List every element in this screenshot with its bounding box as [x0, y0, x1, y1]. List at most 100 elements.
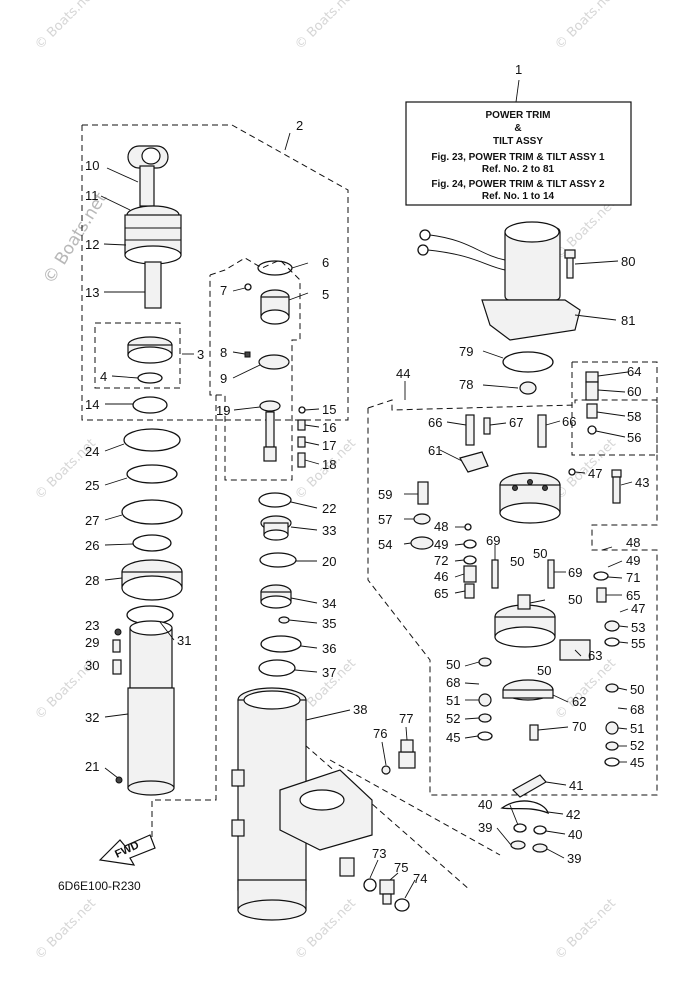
- callout-49b: 49: [626, 553, 640, 568]
- part-34-check-valve: [260, 584, 292, 609]
- callout-37: 37: [322, 665, 336, 680]
- callout-7: 7: [220, 283, 227, 298]
- part-46-spool: [463, 565, 477, 583]
- box-fig-2: Fig. 24, POWER TRIM & TILT ASSY 2: [431, 179, 605, 190]
- part-10-piston-rod: [127, 145, 169, 207]
- callout-51b: 51: [630, 721, 644, 736]
- callout-57: 57: [378, 512, 392, 527]
- part-24-ring: [123, 428, 181, 452]
- part-60-64-plug: [585, 371, 599, 435]
- callout-59: 59: [378, 487, 392, 502]
- part-39-ring: [510, 840, 526, 850]
- callout-70: 70: [572, 719, 586, 734]
- part-59-spring: [417, 481, 429, 505]
- callout-63: 63: [588, 648, 602, 663]
- callout-46: 46: [434, 569, 448, 584]
- callout-19: 19: [216, 403, 230, 418]
- callout-79: 79: [459, 344, 473, 359]
- part-38-main-body: [231, 687, 373, 921]
- callout-27: 27: [85, 513, 99, 528]
- callout-32: 32: [85, 710, 99, 725]
- callout-65: 65: [434, 586, 448, 601]
- callout-39b: 39: [567, 851, 581, 866]
- callout-2: 2: [296, 118, 303, 133]
- callout-45b: 45: [630, 755, 644, 770]
- callout-22: 22: [322, 501, 336, 516]
- part-77-plug: [398, 739, 416, 769]
- callout-80: 80: [621, 254, 635, 269]
- callout-18: 18: [322, 457, 336, 472]
- part-6-ring: [257, 260, 293, 276]
- callout-48b: 48: [626, 535, 640, 550]
- callout-10: 10: [85, 158, 99, 173]
- part-71-ring: [593, 571, 609, 581]
- part-7-ball: [244, 283, 252, 291]
- box-ref-1: Ref. No. 2 to 81: [482, 164, 555, 175]
- part-17-pin: [297, 436, 306, 448]
- box-title-1: POWER TRIM: [486, 110, 551, 121]
- callout-68: 68: [446, 675, 460, 690]
- part-3-piston: [127, 336, 173, 384]
- callout-16: 16: [322, 420, 336, 435]
- part-51-valve: [478, 693, 492, 707]
- part-33-seat: [260, 515, 292, 541]
- callout-65b: 65: [626, 588, 640, 603]
- callout-15: 15: [322, 402, 336, 417]
- part-76-ball: [381, 765, 391, 775]
- part-19-washer: [259, 400, 281, 412]
- callout-23: 23: [85, 618, 99, 633]
- drawing-code: 6D6E100-R230: [58, 879, 141, 893]
- callout-60: 60: [627, 384, 641, 399]
- part-40b-ring: [533, 825, 547, 835]
- part-70-bolt: [529, 724, 539, 741]
- callout-36: 36: [322, 641, 336, 656]
- part-61-plate: [459, 451, 489, 473]
- callout-74: 74: [413, 871, 427, 886]
- part-55-ring: [604, 637, 620, 647]
- part-75-plug: [379, 879, 395, 905]
- part-5-valve: [260, 289, 290, 325]
- box-fig-1: Fig. 23, POWER TRIM & TILT ASSY 1: [431, 152, 605, 163]
- callout-62: 62: [572, 694, 586, 709]
- callout-76: 76: [373, 726, 387, 741]
- part-27-ring: [121, 499, 183, 525]
- leader-lines: [100, 132, 633, 899]
- callout-13: 13: [85, 285, 99, 300]
- part-13-rod: [144, 261, 162, 309]
- callout-49: 49: [434, 537, 448, 552]
- watermark-text: © Boats.net: [552, 896, 619, 963]
- part-69b-pin: [547, 559, 555, 589]
- callout-69b: 69: [568, 565, 582, 580]
- callout-61: 61: [428, 443, 442, 458]
- callout-73: 73: [372, 846, 386, 861]
- callout-44: 44: [396, 366, 410, 381]
- watermark-text: © Boats.net: [32, 0, 99, 53]
- callout-14: 14: [85, 397, 99, 412]
- part-42-filter: [500, 800, 549, 815]
- callout-9: 9: [220, 371, 227, 386]
- part-74-ring: [394, 898, 410, 912]
- callout-52: 52: [446, 711, 460, 726]
- part-gear-pump: [494, 594, 556, 648]
- callout-40: 40: [478, 797, 492, 812]
- callout-39: 39: [478, 820, 492, 835]
- part-50-seat: [478, 657, 492, 667]
- callout-77: 77: [399, 711, 413, 726]
- part-valve-bolt: [263, 411, 277, 462]
- watermark-text: © Boats.net: [552, 436, 619, 503]
- part-51b-valve: [605, 721, 619, 735]
- callout-72: 72: [434, 553, 448, 568]
- callout-50c: 50: [568, 592, 582, 607]
- callout-6: 6: [322, 255, 329, 270]
- part-40-ring: [513, 823, 527, 833]
- callout-11: 11: [85, 188, 99, 203]
- box-ref-2: Ref. No. 1 to 14: [482, 191, 555, 202]
- callout-67: 67: [509, 415, 523, 430]
- callout-26: 26: [85, 538, 99, 553]
- callout-81: 81: [621, 313, 635, 328]
- callout-3: 3: [197, 347, 204, 362]
- part-52b-seat: [605, 741, 619, 751]
- part-32-cylinder: [127, 620, 175, 796]
- part-50b-seat: [605, 683, 619, 693]
- watermark-text: © Boats.net: [292, 0, 359, 53]
